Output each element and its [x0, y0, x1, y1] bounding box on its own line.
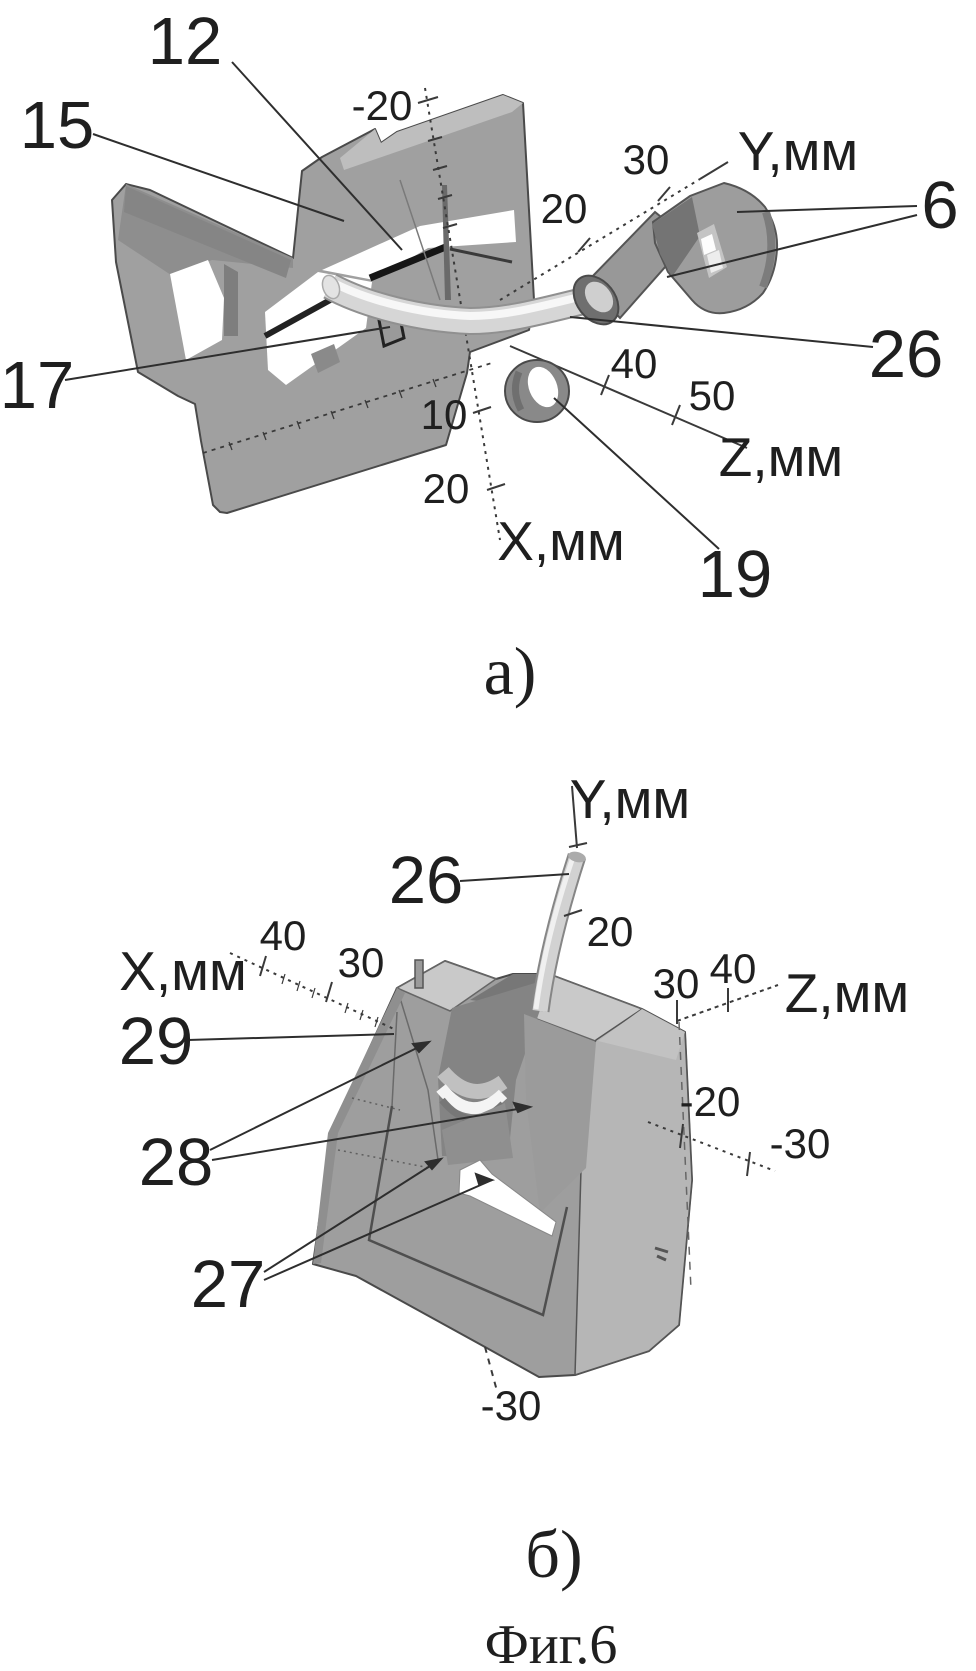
svg-text:30: 30	[623, 136, 670, 183]
svg-text:30: 30	[338, 939, 385, 986]
svg-text:-30: -30	[481, 1382, 542, 1429]
svg-text:-30: -30	[770, 1120, 831, 1167]
svg-text:6: 6	[921, 168, 958, 243]
svg-text:Y,мм: Y,мм	[570, 768, 691, 830]
svg-text:26: 26	[389, 843, 464, 918]
svg-text:20: 20	[541, 185, 588, 232]
svg-text:15: 15	[20, 88, 95, 163]
svg-text:Z,мм: Z,мм	[785, 962, 910, 1024]
svg-text:17: 17	[0, 348, 74, 423]
svg-text:X,мм: X,мм	[497, 510, 625, 572]
svg-text:12: 12	[148, 4, 223, 79]
svg-text:б): б)	[525, 1516, 582, 1592]
svg-text:X,мм: X,мм	[119, 940, 247, 1002]
svg-text:50: 50	[689, 372, 736, 419]
svg-text:Фиг.6: Фиг.6	[485, 1614, 618, 1671]
svg-text:10: 10	[421, 391, 468, 438]
svg-text:40: 40	[260, 912, 307, 959]
svg-text:30: 30	[653, 960, 700, 1007]
svg-text:29: 29	[119, 1004, 194, 1079]
svg-text:20: 20	[423, 465, 470, 512]
svg-text:а): а)	[484, 633, 537, 709]
svg-text:-20: -20	[352, 82, 413, 129]
svg-text:40: 40	[611, 340, 658, 387]
svg-text:Y,мм: Y,мм	[738, 120, 859, 182]
svg-text:19: 19	[698, 537, 773, 612]
svg-text:28: 28	[139, 1125, 214, 1200]
svg-text:Z,мм: Z,мм	[719, 426, 844, 488]
svg-text:40: 40	[710, 945, 757, 992]
svg-text:20: 20	[587, 908, 634, 955]
svg-text:-20: -20	[680, 1078, 741, 1125]
svg-text:27: 27	[191, 1247, 266, 1322]
svg-text:26: 26	[869, 317, 944, 392]
